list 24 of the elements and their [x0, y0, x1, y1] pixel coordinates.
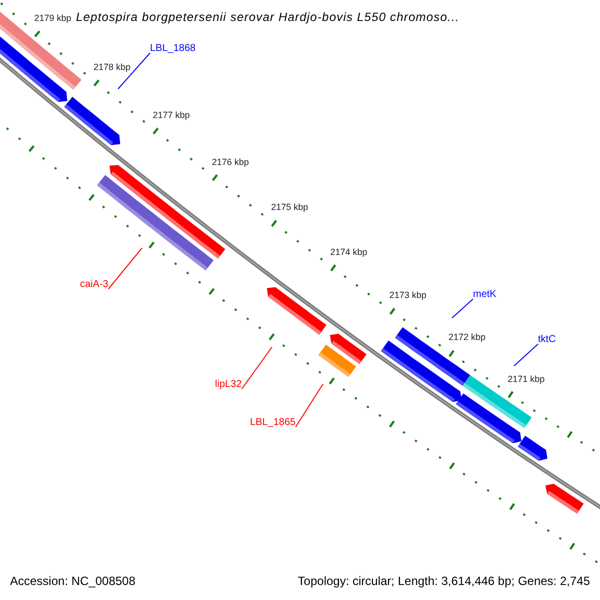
scale-label: 2175 kbp: [271, 201, 308, 214]
gene-label: LBL_1868: [150, 43, 196, 55]
leader-line: [241, 346, 272, 390]
map-title: Leptospira borgpetersenii serovar Hardjo-bovis L550 chromoso...: [76, 11, 460, 23]
footer-text: Accession: NC_008508: [10, 575, 136, 587]
gene-label: metK: [473, 289, 496, 301]
leader-line: [108, 248, 142, 290]
leader-line: [118, 52, 150, 90]
leader-line: [295, 384, 324, 428]
scale-label: 2173 kbp: [389, 289, 426, 302]
scale-label: 2178 kbp: [93, 60, 131, 73]
scale-label: 2172 kbp: [448, 331, 486, 344]
scale-label: 2177 kbp: [152, 108, 190, 121]
scale-label: 2179 kbp: [34, 12, 72, 24]
gene-label: tktC: [538, 334, 556, 346]
scale-label: 2171 kbp: [508, 372, 545, 385]
gene-label: caiA-3: [80, 279, 108, 291]
scale-label: 2176 kbp: [212, 156, 249, 168]
scale-label: 2174 kbp: [330, 246, 368, 258]
footer-text: Topology: circular; Length: 3,614,446 bp; Genes: 2,745: [298, 575, 590, 587]
gene-label: LBL_1865: [250, 417, 296, 429]
leader-line: [452, 298, 474, 318]
gene-label: lipL32: [215, 379, 242, 391]
leader-line: [514, 344, 538, 366]
